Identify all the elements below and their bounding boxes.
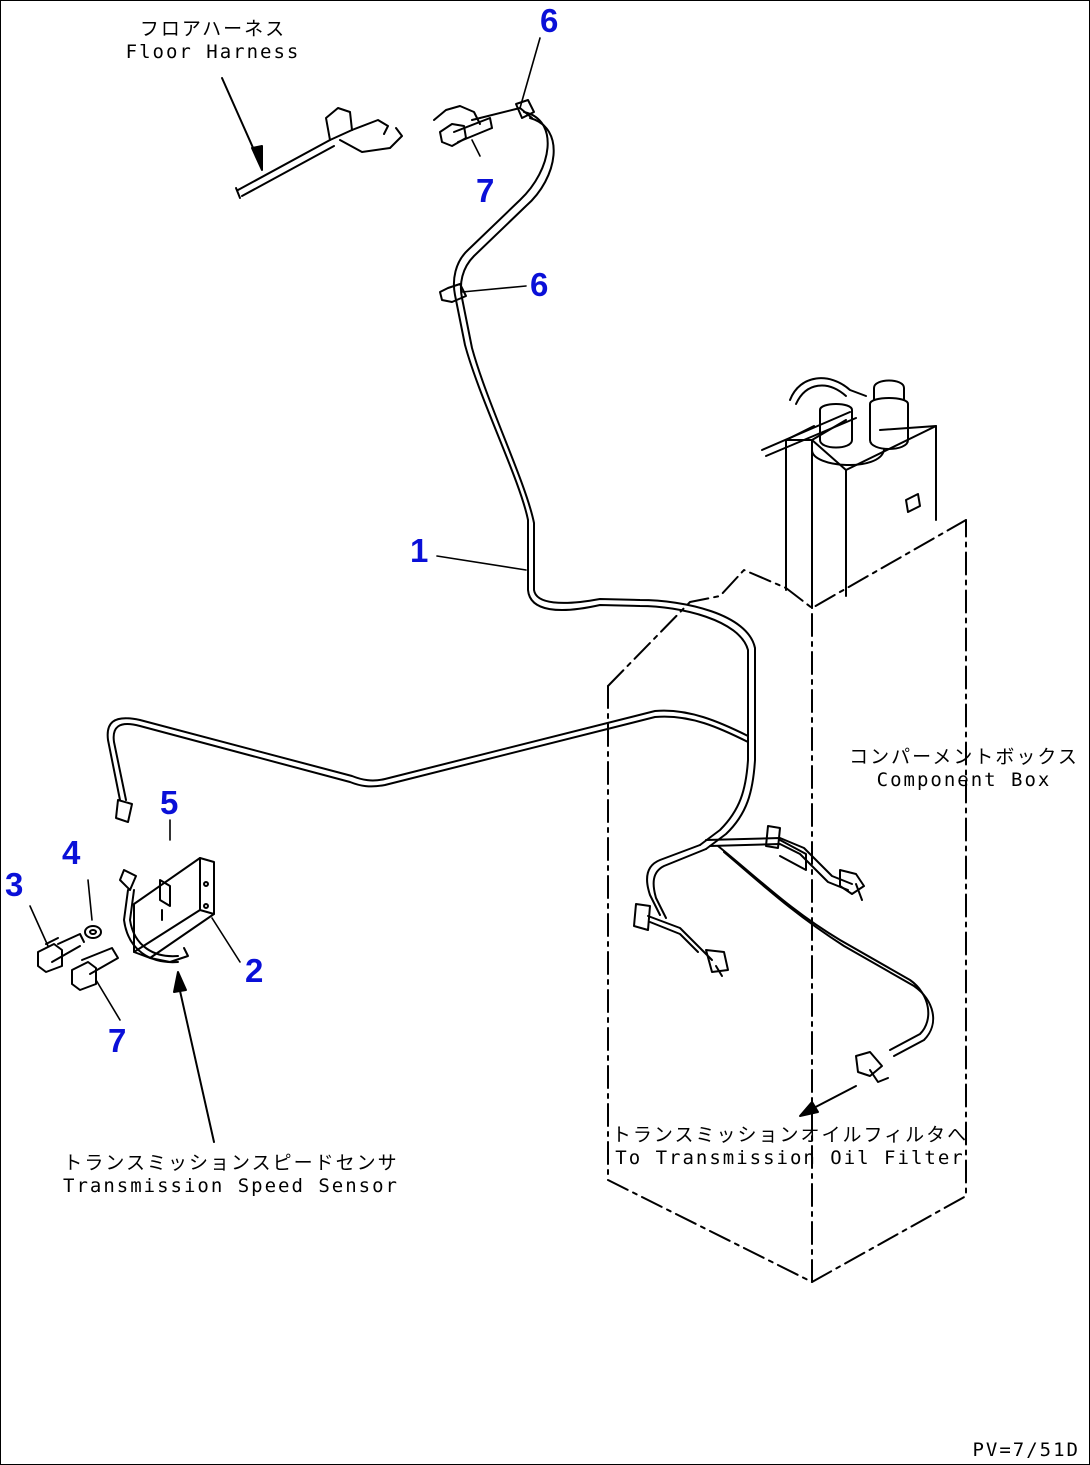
floor-harness-label: フロアハーネス Floor Harness [118, 18, 308, 64]
component-box-label-en: Component Box [876, 769, 1052, 791]
clamp-lower [439, 283, 467, 303]
oil-filter-label-en: To Transmission Oil Filter [615, 1147, 965, 1169]
oil-filter-label-jp: トランスミッションオイルフィルタへ [611, 1124, 969, 1146]
component-box-label-jp: コンパーメントボックス [849, 746, 1079, 768]
drawing-reference: PV=7/51D [972, 1439, 1080, 1461]
component-box-top [761, 377, 937, 609]
floor-harness-label-jp: フロアハーネス [139, 18, 287, 40]
box-branch-wires [633, 825, 934, 1083]
speed-sensor-leader [173, 971, 215, 1143]
speed-sensor-label: トランスミッションスピードセンサ Transmission Speed Sens… [60, 1152, 402, 1198]
speed-sensor-label-en: Transmission Speed Sensor [63, 1175, 399, 1197]
sensor-branch-wire [106, 709, 749, 964]
callout-6-top: 6 [540, 2, 559, 39]
callout-2: 2 [245, 952, 264, 989]
callout-7-top: 7 [476, 172, 495, 209]
sensor-bracket [133, 857, 215, 963]
oil-filter-label: トランスミッションオイルフィルタへ To Transmission Oil Fi… [604, 1124, 976, 1170]
callout-4: 4 [62, 834, 81, 871]
callout-5: 5 [160, 784, 179, 821]
callout-1: 1 [410, 532, 429, 569]
main-harness-wire [452, 111, 756, 850]
top-connector-assembly [433, 99, 535, 147]
washer-4 [84, 925, 102, 939]
floor-harness-leader [221, 77, 263, 171]
callout-leaders [29, 37, 541, 1021]
callout-6-clamp: 6 [530, 266, 549, 303]
floor-harness-connector [235, 107, 403, 199]
bolt-7-lower [71, 947, 119, 991]
oil-filter-leader [799, 1085, 857, 1117]
callout-7-lower: 7 [108, 1022, 127, 1059]
bolt-3 [37, 933, 85, 973]
speed-sensor-label-jp: トランスミッションスピードセンサ [63, 1152, 399, 1174]
floor-harness-label-en: Floor Harness [125, 41, 301, 63]
component-box-label: コンパーメントボックス Component Box [846, 746, 1082, 792]
callout-3: 3 [5, 866, 24, 903]
